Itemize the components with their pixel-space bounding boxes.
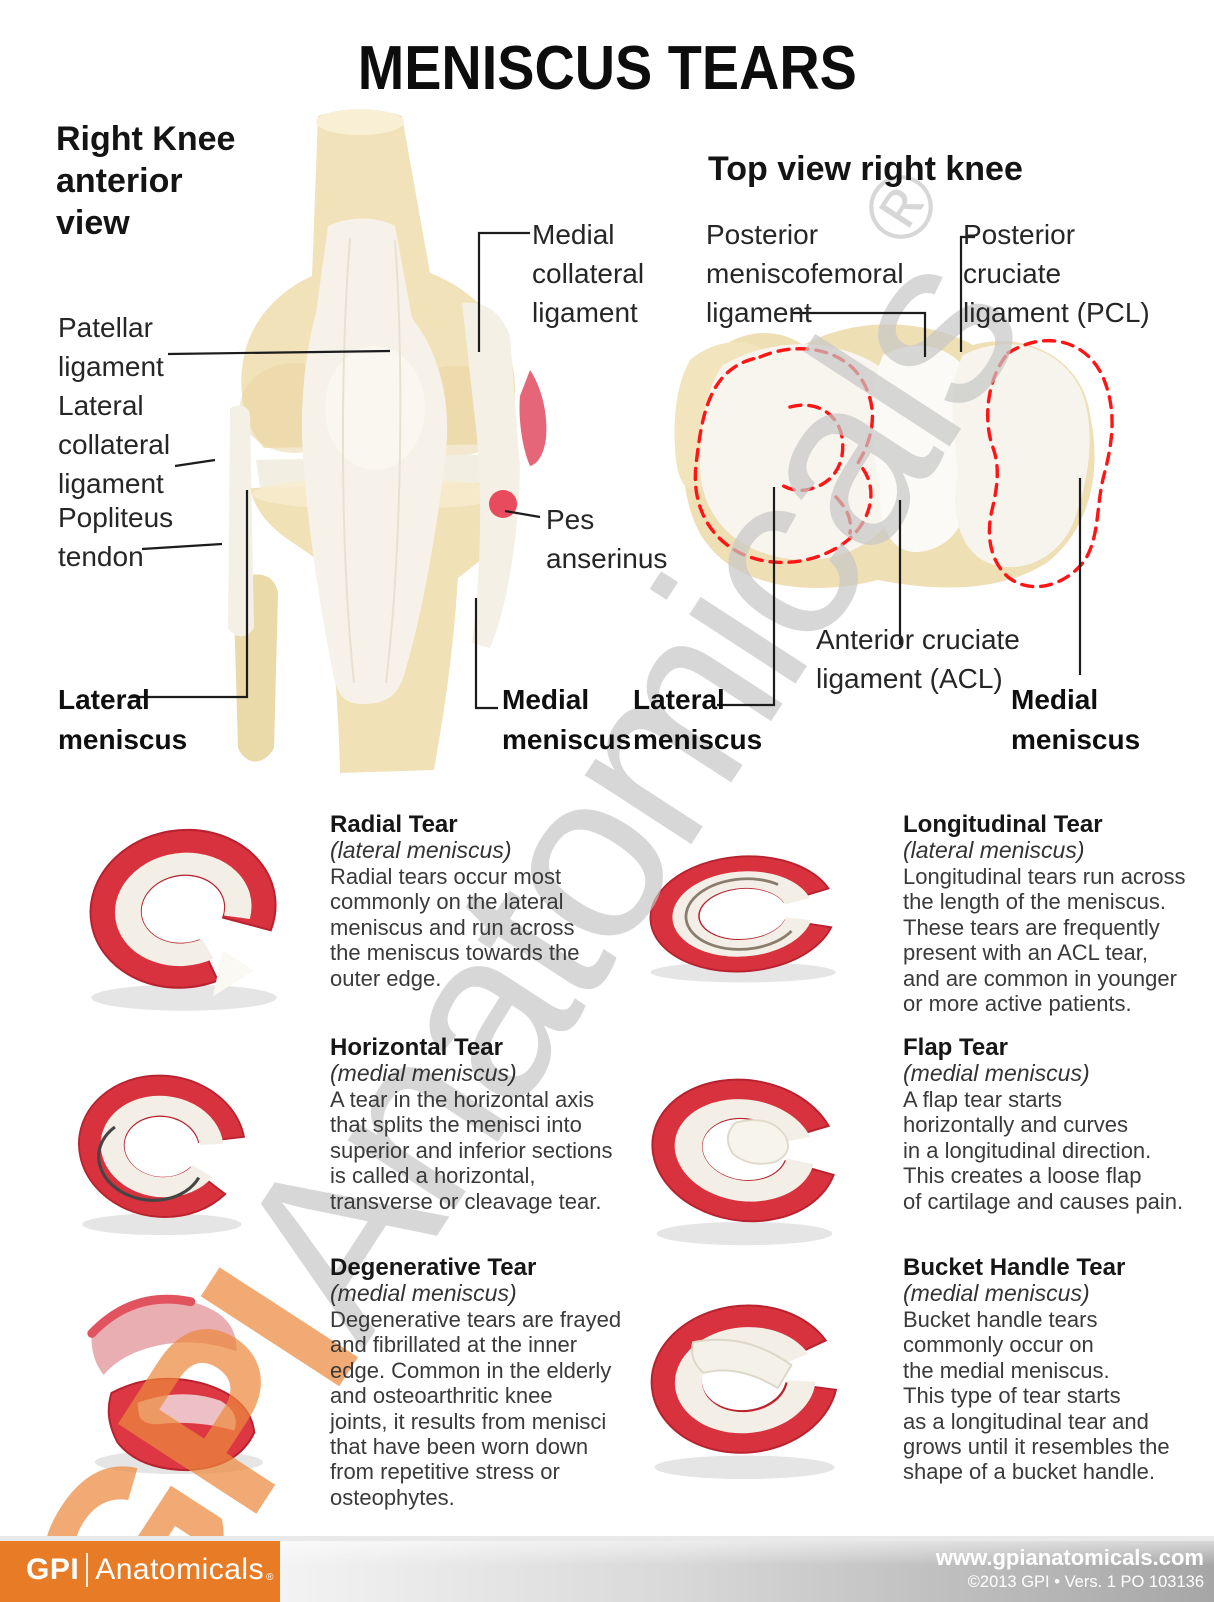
footer-logo-block: GPI Anatomicals ® — [0, 1541, 280, 1602]
top-view-heading: Top view right knee — [708, 150, 1023, 188]
tear-flap: Flap Tear (medial meniscus) A flap tear … — [903, 1035, 1203, 1214]
logo-name-text: Anatomicals — [95, 1553, 265, 1586]
footer-divider — [0, 1536, 1214, 1541]
tear-horizontal-description: A tear in the horizontal axis that split… — [330, 1087, 613, 1214]
tear-radial: Radial Tear (lateral meniscus) Radial te… — [330, 812, 595, 991]
gpi-anatomicals-logo: GPI Anatomicals ® — [26, 1553, 273, 1587]
flap-tear-image — [651, 1078, 835, 1246]
logo-registered-icon: ® — [266, 1572, 274, 1583]
label-pcl: Posterior cruciate ligament (PCL) — [963, 219, 1150, 328]
label-lateral-meniscus-anterior: Lateral meniscus — [58, 684, 188, 755]
tear-flap-subtitle: (medial meniscus) — [903, 1060, 1090, 1086]
logo-gpi-text: GPI — [26, 1553, 80, 1586]
tear-radial-title: Radial Tear — [330, 811, 458, 838]
bucket-handle-tear-image — [650, 1304, 838, 1480]
footer-info: www.gpianatomicals.com ©2013 GPI • Vers.… — [936, 1545, 1204, 1593]
tear-flap-description: A flap tear starts horizontally and curv… — [903, 1087, 1184, 1214]
anterior-view-heading: Right Knee anterior view — [56, 120, 236, 242]
tear-bucket-handle-subtitle: (medial meniscus) — [903, 1280, 1090, 1306]
label-posterior-meniscofemoral: Posterior meniscofemoral ligament — [706, 219, 904, 328]
tear-radial-subtitle: (lateral meniscus) — [330, 837, 512, 863]
label-pes-anserinus: Pes anserinus — [546, 504, 668, 574]
tear-horizontal-title: Horizontal Tear — [330, 1034, 503, 1061]
footer-copyright: ©2013 GPI • Vers. 1 PO 103136 — [967, 1573, 1204, 1591]
tear-horizontal-subtitle: (medial meniscus) — [330, 1060, 517, 1086]
label-lateral-meniscus-top: Lateral meniscus — [633, 684, 763, 755]
tear-longitudinal-subtitle: (lateral meniscus) — [903, 837, 1085, 863]
tear-bucket-handle-description: Bucket handle tears commonly occur on th… — [903, 1307, 1170, 1485]
label-popliteus-tendon: Popliteus tendon — [58, 502, 174, 572]
label-medial-collateral-ligament: Medial collateral ligament — [532, 219, 645, 328]
label-lateral-collateral-ligament: Lateral collateral ligament — [58, 390, 171, 499]
horizontal-tear-image — [78, 1074, 246, 1236]
tear-degenerative-title: Degenerative Tear — [330, 1254, 537, 1281]
tear-flap-title: Flap Tear — [903, 1034, 1008, 1061]
tear-bucket-handle-title: Bucket Handle Tear — [903, 1254, 1126, 1281]
label-medial-meniscus-top: Medial meniscus — [1011, 684, 1141, 755]
logo-divider — [86, 1553, 89, 1587]
tear-longitudinal-description: Longitudinal tears run across the length… — [903, 864, 1186, 1017]
tear-horizontal: Horizontal Tear (medial meniscus) A tear… — [330, 1035, 620, 1214]
label-acl: Anterior cruciate ligament (ACL) — [816, 624, 1020, 694]
top-view-illustration — [674, 324, 1114, 589]
tear-bucket-handle: Bucket Handle Tear (medial meniscus) Buc… — [903, 1255, 1203, 1485]
tear-degenerative-description: Degenerative tears are frayed and fibril… — [330, 1307, 622, 1510]
footer-url: www.gpianatomicals.com — [935, 1545, 1204, 1570]
tear-longitudinal-title: Longitudinal Tear — [903, 811, 1103, 838]
tear-degenerative: Degenerative Tear (medial meniscus) Dege… — [330, 1255, 625, 1510]
page-title: MENISCUS TEARS — [357, 34, 857, 103]
radial-tear-image — [89, 828, 277, 1011]
longitudinal-tear-image — [649, 855, 836, 983]
label-medial-meniscus-anterior: Medial meniscus — [502, 684, 632, 755]
degenerative-tear-image — [87, 1294, 264, 1475]
tear-degenerative-subtitle: (medial meniscus) — [330, 1280, 517, 1306]
tear-longitudinal: Longitudinal Tear (lateral meniscus) Lon… — [903, 811, 1203, 1017]
tear-radial-description: Radial tears occur most commonly on the … — [330, 864, 580, 991]
label-patellar-ligament: Patellar ligament — [58, 312, 164, 382]
